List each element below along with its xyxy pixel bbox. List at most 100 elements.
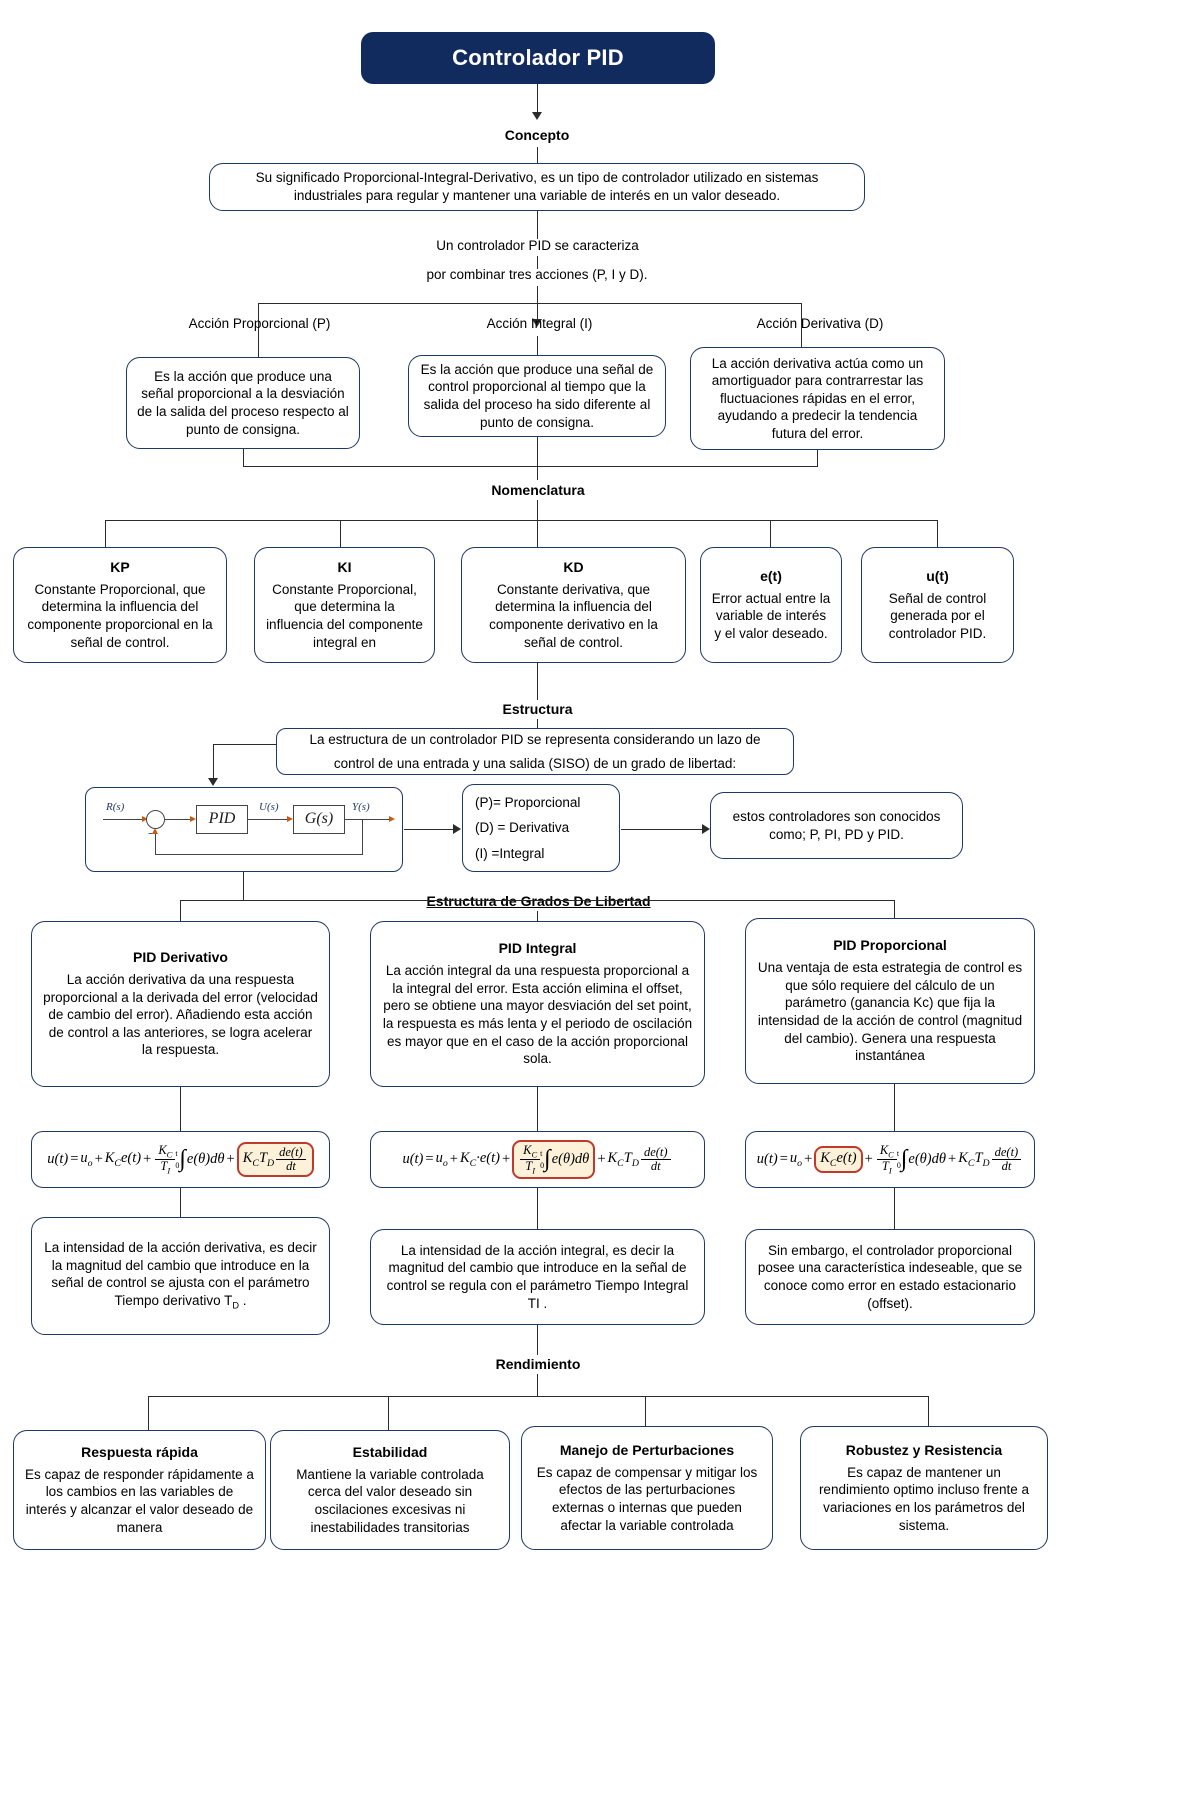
eq3-integrand: e(θ)dθ bbox=[908, 1151, 946, 1167]
estructura-text-line2: control de una entrada y una salida (SIS… bbox=[333, 755, 737, 771]
eq-plus1: + bbox=[94, 1151, 103, 1167]
connector-concepto-box bbox=[537, 147, 538, 165]
label-accion-derivativa: Acción Derivativa (D) bbox=[756, 316, 884, 331]
nomenclatura-box-kp: KP Constante Proporcional, que determina… bbox=[13, 547, 227, 663]
estructura-text-box: La estructura de un controlador PID se r… bbox=[276, 728, 794, 775]
connector-bd-grados bbox=[243, 872, 244, 900]
connector-accion-d bbox=[801, 303, 802, 358]
arrowhead-block-diagram bbox=[208, 778, 218, 786]
eq2-lhs: u(t) bbox=[402, 1151, 424, 1167]
eq2-u0: uo bbox=[435, 1150, 448, 1169]
eq2-kce: KC·e(t) bbox=[459, 1150, 500, 1169]
connector-eq-note-derivativo bbox=[180, 1188, 181, 1218]
eq-highlight-derivative: KCTD de(t) dt bbox=[236, 1141, 314, 1178]
eq3-kd: KCTD bbox=[958, 1150, 990, 1169]
nomenclatura-box-ut: u(t) Señal de control generada por el co… bbox=[861, 547, 1014, 663]
connector-nomenclatura-bus bbox=[243, 466, 818, 467]
eq3-frac-deriv: de(t) dt bbox=[991, 1145, 1022, 1173]
nomenclatura-title-kp: KP bbox=[110, 558, 130, 575]
connector-eq-note-proporcional bbox=[894, 1188, 895, 1230]
connector-rendimiento-2 bbox=[388, 1396, 389, 1431]
label-rendimiento: Rendimiento bbox=[495, 1356, 581, 1372]
nomenclatura-title-ut: u(t) bbox=[926, 567, 949, 584]
eq2-kd: KCTD bbox=[607, 1150, 639, 1169]
accion-derivativa-text: La acción derivativa actúa como un amort… bbox=[711, 355, 924, 441]
conocidos-box: estos controladores son conocidos como; … bbox=[710, 792, 963, 859]
nomenclatura-text-kp: Constante Proporcional, que determina la… bbox=[27, 581, 213, 650]
label-nomenclatura: Nomenclatura bbox=[491, 482, 585, 498]
arrowhead-conocidos bbox=[702, 824, 710, 834]
bd-line-fb-up bbox=[155, 833, 157, 855]
connector-proporcional-eq bbox=[894, 1084, 895, 1132]
eq-integrand: e(θ)dθ bbox=[186, 1151, 225, 1167]
eq2-equals: = bbox=[425, 1151, 434, 1167]
bd-line-sum-pid bbox=[165, 819, 193, 821]
bd-block-plant: G(s) bbox=[293, 805, 345, 834]
note-text-proporcional: Sin embargo, el controlador proporcional… bbox=[757, 1242, 1023, 1311]
rendimiento-box-perturbaciones: Manejo de Perturbaciones Es capaz de com… bbox=[521, 1426, 773, 1550]
nomenclatura-title-ki: KI bbox=[337, 558, 352, 575]
grados-box-derivativo: PID Derivativo La acción derivativa da u… bbox=[31, 921, 330, 1087]
connector-title-concepto bbox=[537, 84, 538, 114]
eq-equals: = bbox=[70, 1151, 79, 1167]
caracteriza-line2: por combinar tres acciones (P, I y D). bbox=[426, 267, 648, 282]
eq-u0: uo bbox=[80, 1150, 93, 1169]
accion-integral-text: Es la acción que produce una señal de co… bbox=[420, 361, 654, 430]
connector-ki bbox=[340, 520, 341, 548]
eq3-plus1: + bbox=[804, 1151, 813, 1167]
eq3-plus3: + bbox=[948, 1151, 957, 1167]
block-diagram-box: R(s) − PID U(s) G(s) Y(s) bbox=[85, 787, 403, 872]
grados-title-derivativo: PID Derivativo bbox=[133, 949, 228, 966]
connector-kp bbox=[105, 520, 106, 548]
rendimiento-title-perturbaciones: Manejo de Perturbaciones bbox=[559, 1441, 735, 1458]
connector-accion-p bbox=[258, 303, 259, 358]
connector-p-down bbox=[243, 449, 244, 466]
bd-label-input: R(s) bbox=[106, 801, 125, 813]
eq-frac-deriv: de(t) dt bbox=[276, 1145, 306, 1173]
connector-grados-derivativo bbox=[180, 900, 181, 922]
nomenclatura-text-ki: Constante Proporcional, que determina la… bbox=[266, 581, 423, 650]
nomenclatura-text-ut: Señal de control generada por el control… bbox=[888, 590, 987, 641]
eq2-frac-deriv: de(t) dt bbox=[640, 1145, 671, 1173]
eq2-plus2: + bbox=[501, 1151, 511, 1167]
eq-frac-ki: KC TI bbox=[155, 1143, 176, 1176]
connector-et bbox=[770, 520, 771, 548]
note-text-derivativo: La intensidad de la acción derivativa, e… bbox=[44, 1240, 317, 1311]
eq3-u0: uo bbox=[789, 1150, 803, 1169]
bd-arrow-input bbox=[142, 815, 148, 822]
note-box-proporcional: Sin embargo, el controlador proporcional… bbox=[745, 1229, 1035, 1325]
connector-legend-conocidos bbox=[621, 829, 706, 830]
eq2-integrand: e(θ)dθ bbox=[551, 1151, 590, 1167]
connector-estructura-elbow-v bbox=[213, 744, 214, 782]
grados-text-derivativo: La acción derivativa da una respuesta pr… bbox=[43, 972, 318, 1058]
eq-kce: KCe(t) bbox=[104, 1150, 142, 1169]
bd-arrow-output bbox=[389, 815, 395, 822]
grados-box-proporcional: PID Proporcional Una ventaja de esta est… bbox=[745, 918, 1035, 1084]
estructura-text-line1: La estructura de un controlador PID se r… bbox=[309, 731, 761, 747]
arrowhead-accion-i bbox=[532, 319, 542, 327]
rendimiento-text-perturbaciones: Es capaz de compensar y mitigar los efec… bbox=[536, 1464, 758, 1533]
accion-integral-box: Es la acción que produce una señal de co… bbox=[408, 355, 666, 437]
eq3-frac-ki: KC TI bbox=[876, 1143, 897, 1176]
bd-line-input bbox=[103, 819, 145, 821]
bd-label-u: U(s) bbox=[259, 801, 279, 813]
eq-lhs: u(t) bbox=[47, 1151, 69, 1167]
arrowhead-concepto bbox=[532, 112, 542, 120]
connector-nomen-estructura bbox=[537, 663, 538, 700]
legend-item-d: (D) = Derivativa bbox=[475, 820, 570, 836]
connector-estructura-elbow-h bbox=[213, 744, 277, 745]
eq-kd: KCTD bbox=[242, 1150, 275, 1169]
connector-rendimiento-4 bbox=[928, 1396, 929, 1427]
rendimiento-box-respuesta: Respuesta rápida Es capaz de responder r… bbox=[13, 1430, 266, 1550]
connector-nomenclatura-split bbox=[537, 500, 538, 520]
eq-plus2: + bbox=[143, 1151, 152, 1167]
conocidos-text: estos controladores son conocidos como; … bbox=[732, 808, 941, 842]
grados-title-proporcional: PID Proporcional bbox=[833, 937, 947, 954]
